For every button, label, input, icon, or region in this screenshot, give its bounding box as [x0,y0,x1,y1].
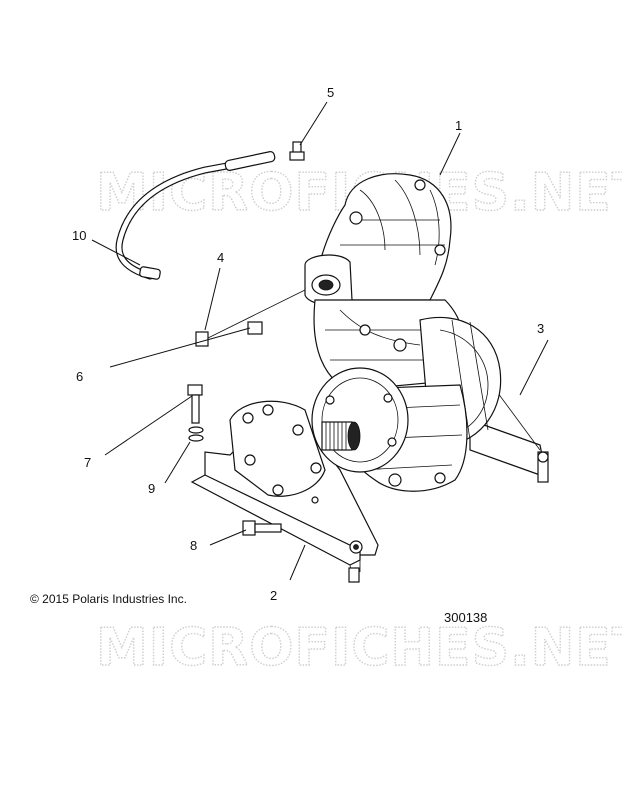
callout-8: 8 [190,538,197,553]
coupler-4 [195,331,209,347]
fitting-6 [207,289,306,339]
leader-5 [299,101,328,146]
callout-10: 10 [72,228,86,243]
leader-7 [104,395,193,456]
leader-10 [91,239,141,266]
callout-2: 2 [270,588,277,603]
adapter-plate [229,400,326,504]
callout-9: 9 [148,481,155,496]
bolt-7 [187,384,203,424]
leader-4 [204,267,221,331]
bolt-8 [242,520,282,536]
leader-6 [109,327,251,368]
leader-2 [289,544,306,581]
watermark-bottom: MICROFICHES.NET [96,618,622,678]
leader-8 [209,529,247,546]
washers-9 [188,426,204,442]
callout-4: 4 [217,250,224,265]
gearcase-assembly [304,173,502,492]
leader-3 [519,339,549,396]
callout-7: 7 [84,455,91,470]
copyright-notice: © 2015 Polaris Industries Inc. [30,592,187,606]
leader-1 [439,132,461,176]
mounting-bracket-right [469,384,549,483]
callout-5: 5 [327,85,334,100]
leader-9 [164,441,191,484]
vent-fitting-5 [289,141,305,161]
callout-6: 6 [76,369,83,384]
illustration-number: 300138 [444,610,488,625]
vent-hose-10 [115,151,276,280]
callout-1: 1 [455,118,462,133]
callout-3: 3 [537,321,544,336]
